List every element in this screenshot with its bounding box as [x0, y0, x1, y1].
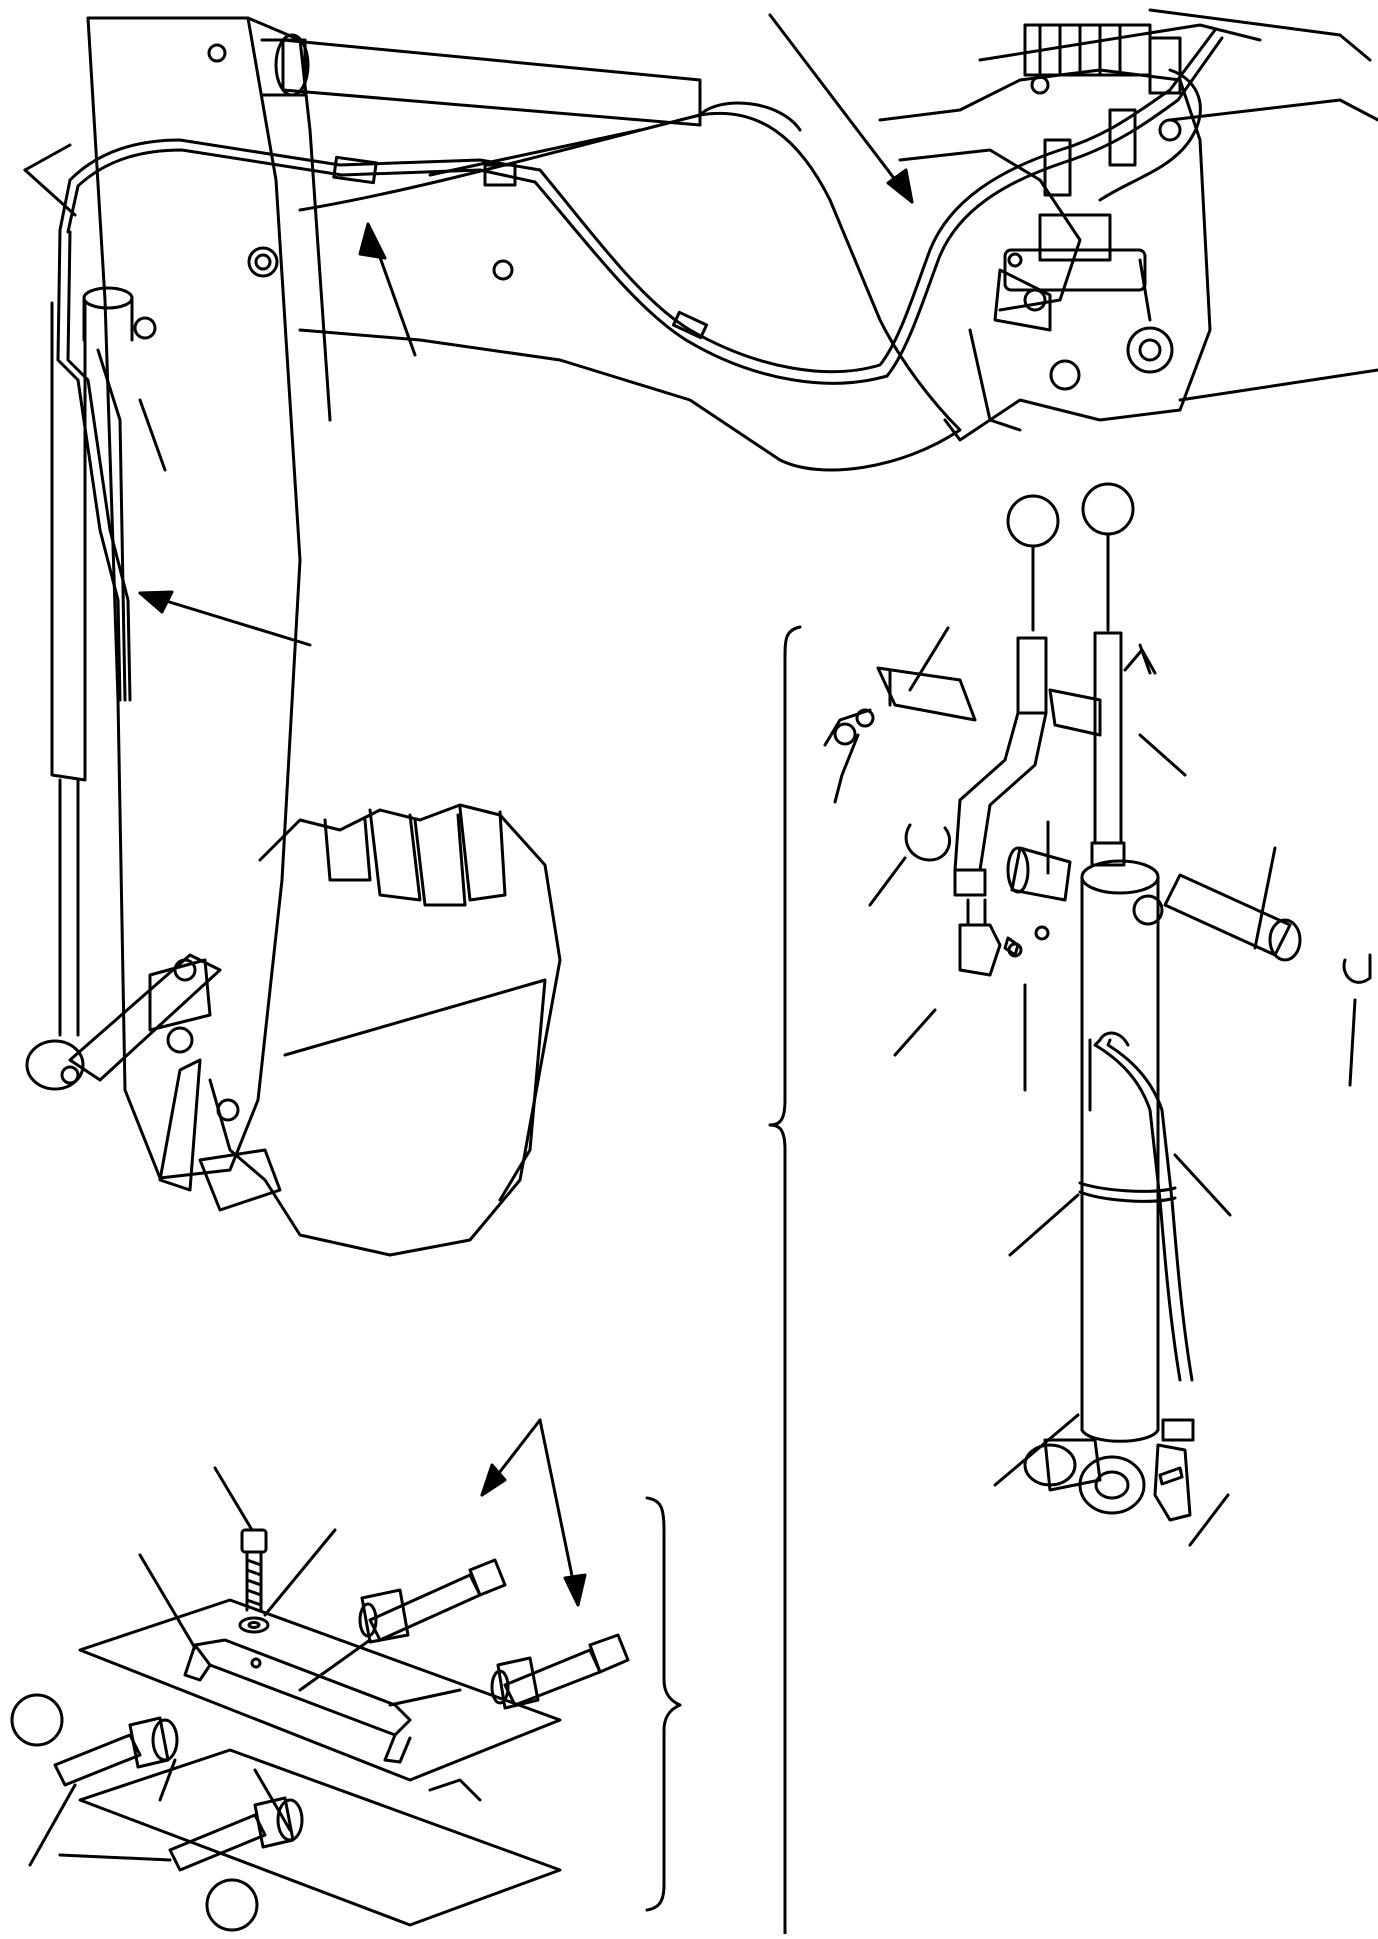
callout-circle-c [10, 1693, 64, 1747]
callout-circle-d [205, 1878, 259, 1932]
grease-fitting [1003, 925, 1050, 957]
bolt [240, 1528, 268, 1612]
hose-run-boom [56, 28, 1224, 702]
hydraulic-cylinder-exploded [1023, 859, 1184, 1515]
washer [238, 1616, 270, 1634]
circlip-left [904, 823, 951, 862]
hose-fitting-2 [490, 1633, 630, 1710]
bracket-brace-right [768, 625, 802, 1939]
bracket-brace-bottom [645, 1496, 682, 1912]
mounting-plate [78, 1598, 562, 1927]
bucket-cylinder [25, 286, 134, 1091]
pin [1163, 873, 1302, 962]
control-valve-block [1023, 23, 1182, 95]
swing-frame [878, 8, 1378, 442]
bucket [148, 803, 562, 1257]
hose-clamp-plate [183, 1638, 412, 1764]
callout-circle-b [1081, 482, 1135, 632]
hose-fitting-3 [53, 1716, 179, 1787]
leader-lines-right [833, 626, 1357, 1547]
hose-clamp-bracket [823, 666, 1102, 747]
leader-lines-bottom [28, 1418, 587, 1867]
hose-b [1090, 631, 1126, 867]
leader-arrows-top [23, 13, 914, 647]
boom-cylinder-top [260, 33, 702, 127]
boom-upper-section [298, 101, 962, 472]
circlip-right [1342, 953, 1372, 984]
bushing [1006, 846, 1072, 902]
hose-a [953, 636, 1048, 977]
hydraulic-tube [1088, 1031, 1195, 1522]
hose-fitting-4 [168, 1796, 304, 1872]
callout-circle-a [1006, 494, 1060, 632]
hose-fitting-1 [358, 1558, 507, 1644]
bucket-linkage [68, 953, 282, 1212]
